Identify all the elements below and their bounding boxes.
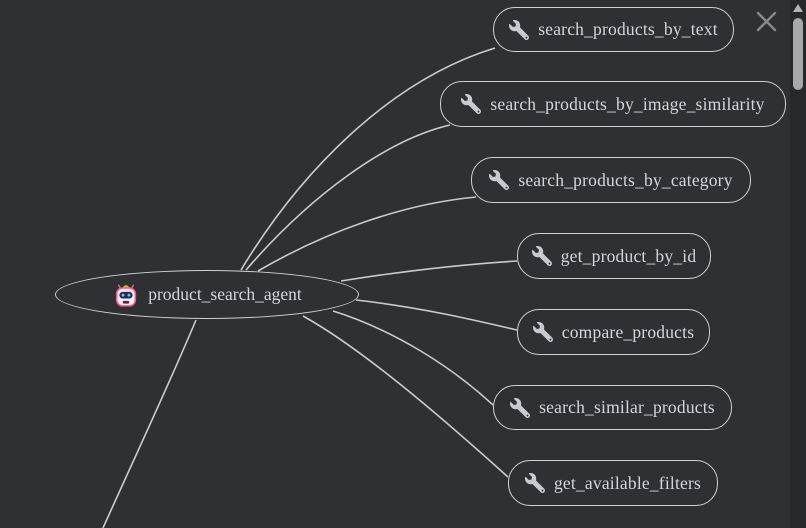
edge-agent-to-search-similar-products <box>332 310 494 406</box>
edge-agent-to-get-available-filters <box>302 315 509 478</box>
tool-node-label: search_products_by_text <box>538 19 718 39</box>
tool-node-label: compare_products <box>561 321 695 342</box>
wrench-icon <box>489 170 510 190</box>
wrench-icon <box>510 397 531 418</box>
tool-node-label: get_product_by_id <box>560 245 697 266</box>
close-icon[interactable] <box>754 9 779 34</box>
tool-node-label: search_products_by_category <box>518 169 733 190</box>
wrench-icon <box>461 94 482 114</box>
edge-agent-to-compare-products <box>355 299 518 331</box>
agent-node-product-search-agent[interactable]: product_search_agent <box>55 270 359 319</box>
scroll-up-arrow-icon[interactable] <box>793 4 803 12</box>
scrollbar-thumb[interactable] <box>793 18 803 90</box>
tool-node-search-similar-products[interactable]: search_similar_products <box>493 385 732 430</box>
edge-agent-to-search-products-by-image-similarity <box>245 124 451 271</box>
tool-node-label: search_products_by_image_similarity <box>490 93 765 114</box>
edge-agent-to-search-products-by-category <box>257 196 477 272</box>
wrench-icon <box>509 19 530 40</box>
tool-node-search-products-by-text[interactable]: search_products_by_text <box>493 7 734 52</box>
wrench-icon <box>524 473 545 493</box>
vertical-scrollbar[interactable] <box>790 0 806 528</box>
wrench-icon <box>532 322 553 342</box>
tool-node-search-products-by-image-similarity[interactable]: search_products_by_image_similarity <box>440 81 786 127</box>
tool-node-label: search_similar_products <box>539 397 715 417</box>
edge-agent-to-offscreen-node <box>102 319 197 528</box>
wrench-icon <box>531 246 552 266</box>
tool-node-get-available-filters[interactable]: get_available_filters <box>508 460 718 506</box>
edge-agent-to-get-product-by-id <box>340 260 518 282</box>
tool-node-search-products-by-category[interactable]: search_products_by_category <box>471 157 751 203</box>
tool-node-get-product-by-id[interactable]: get_product_by_id <box>517 233 711 279</box>
tool-node-compare-products[interactable]: compare_products <box>517 309 710 355</box>
edge-agent-to-search-products-by-text <box>240 47 496 271</box>
tool-node-label: get_available_filters <box>553 472 702 493</box>
robot-icon <box>116 284 137 307</box>
agent-node-label: product_search_agent <box>148 284 302 304</box>
